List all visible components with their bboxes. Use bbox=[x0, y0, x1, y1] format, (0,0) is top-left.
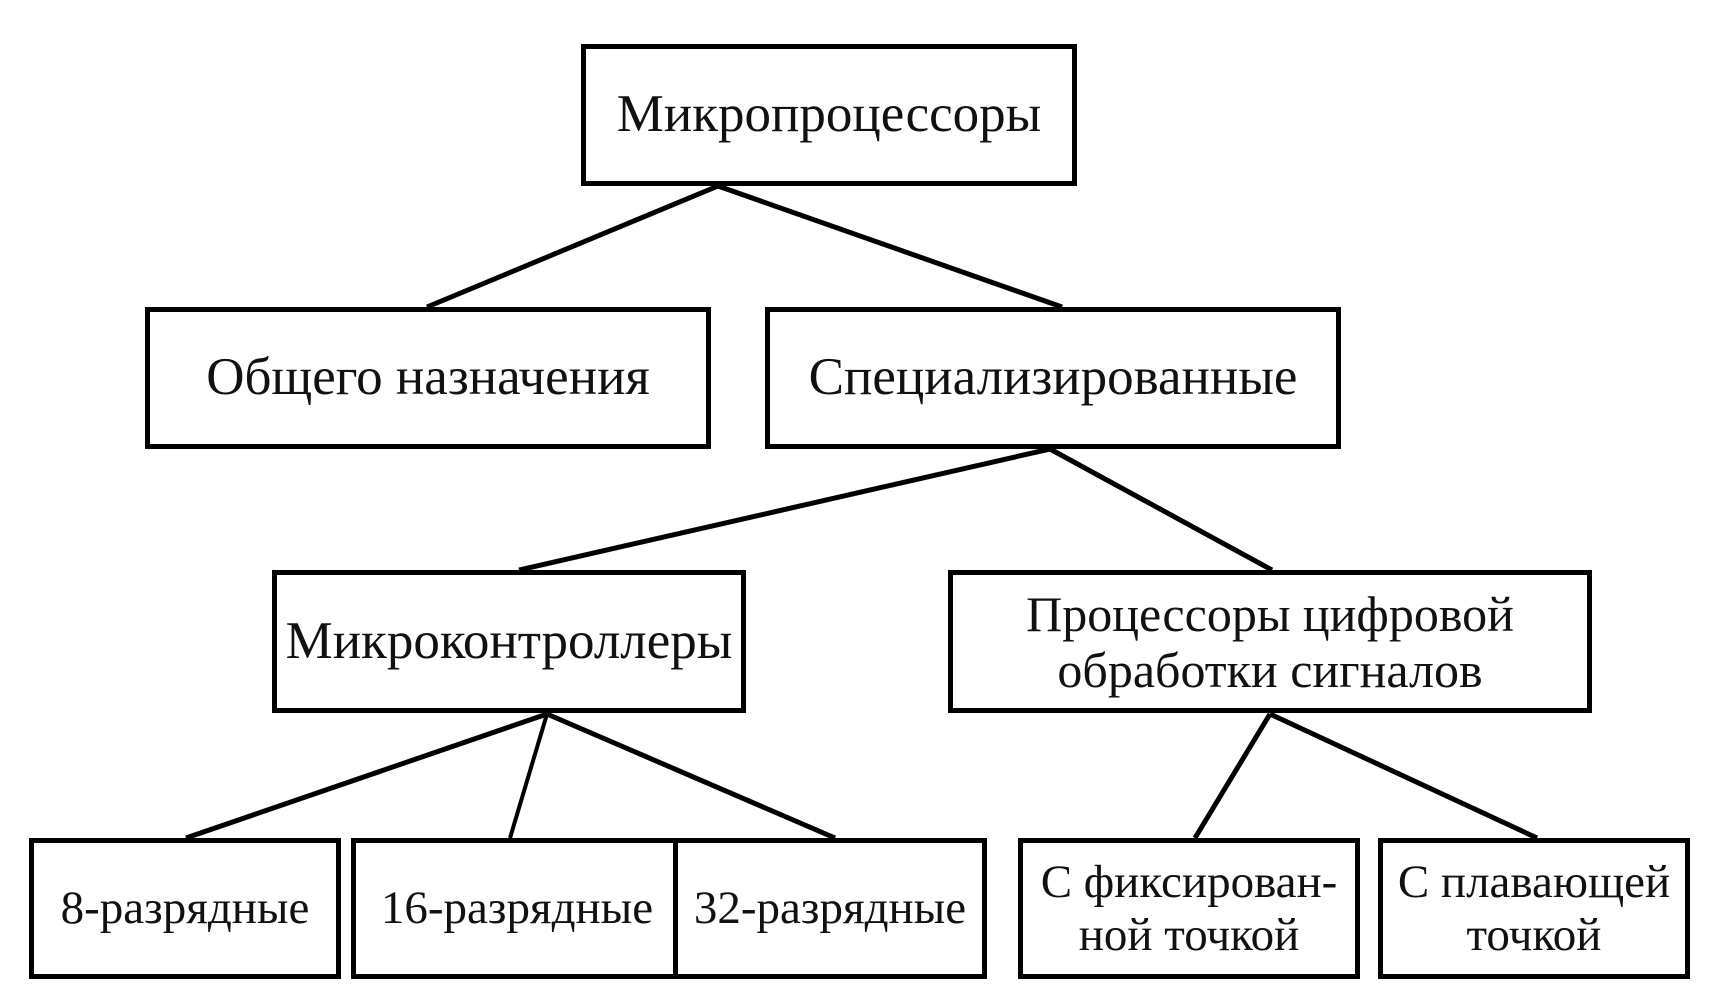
node-specialized-label: Специализированные bbox=[808, 348, 1298, 407]
node-general-purpose[interactable]: Общего назначения bbox=[145, 307, 711, 449]
node-digital-signal-processors-label: Процессоры цифровой обработки сигналов bbox=[1026, 585, 1514, 698]
node-microcontrollers[interactable]: Микроконтроллеры bbox=[272, 570, 746, 713]
node-specialized[interactable]: Специализированные bbox=[765, 307, 1341, 449]
edge-specialized-to-dsp bbox=[1048, 446, 1274, 573]
edge-microcontrollers-to-16bit bbox=[508, 713, 549, 839]
node-fixed-point[interactable]: С фиксирован- ной точкой bbox=[1018, 838, 1360, 979]
node-microcontrollers-label: Микроконтроллеры bbox=[285, 611, 733, 670]
node-32-bit[interactable]: 32-разрядные bbox=[673, 838, 987, 979]
node-digital-signal-processors[interactable]: Процессоры цифровой обработки сигналов bbox=[948, 570, 1592, 713]
node-8-bit[interactable]: 8-разрядные bbox=[29, 838, 341, 979]
node-16-bit[interactable]: 16-разрядные bbox=[351, 838, 683, 979]
edge-microcontrollers-to-32bit bbox=[546, 711, 836, 841]
edge-dsp-to-floating-point bbox=[1268, 711, 1539, 841]
edge-specialized-to-microcontrollers bbox=[518, 446, 1051, 573]
node-32-bit-label: 32-разрядные bbox=[693, 882, 967, 935]
node-microprocessors[interactable]: Микропроцессоры bbox=[581, 44, 1077, 186]
edge-microcontrollers-to-8bit bbox=[185, 711, 548, 841]
node-floating-point[interactable]: С плавающей точкой bbox=[1378, 838, 1690, 979]
node-fixed-point-label: С фиксирован- ной точкой bbox=[1040, 855, 1338, 961]
edge-root-to-general-purpose bbox=[426, 183, 719, 310]
node-general-purpose-label: Общего назначения bbox=[206, 348, 650, 407]
node-floating-point-label: С плавающей точкой bbox=[1397, 855, 1671, 961]
node-8-bit-label: 8-разрядные bbox=[60, 882, 310, 935]
node-microprocessors-label: Микропроцессоры bbox=[616, 85, 1042, 144]
edge-root-to-specialized bbox=[717, 183, 1063, 310]
edge-dsp-to-fixed-point bbox=[1192, 712, 1273, 840]
node-16-bit-label: 16-разрядные bbox=[380, 882, 654, 935]
